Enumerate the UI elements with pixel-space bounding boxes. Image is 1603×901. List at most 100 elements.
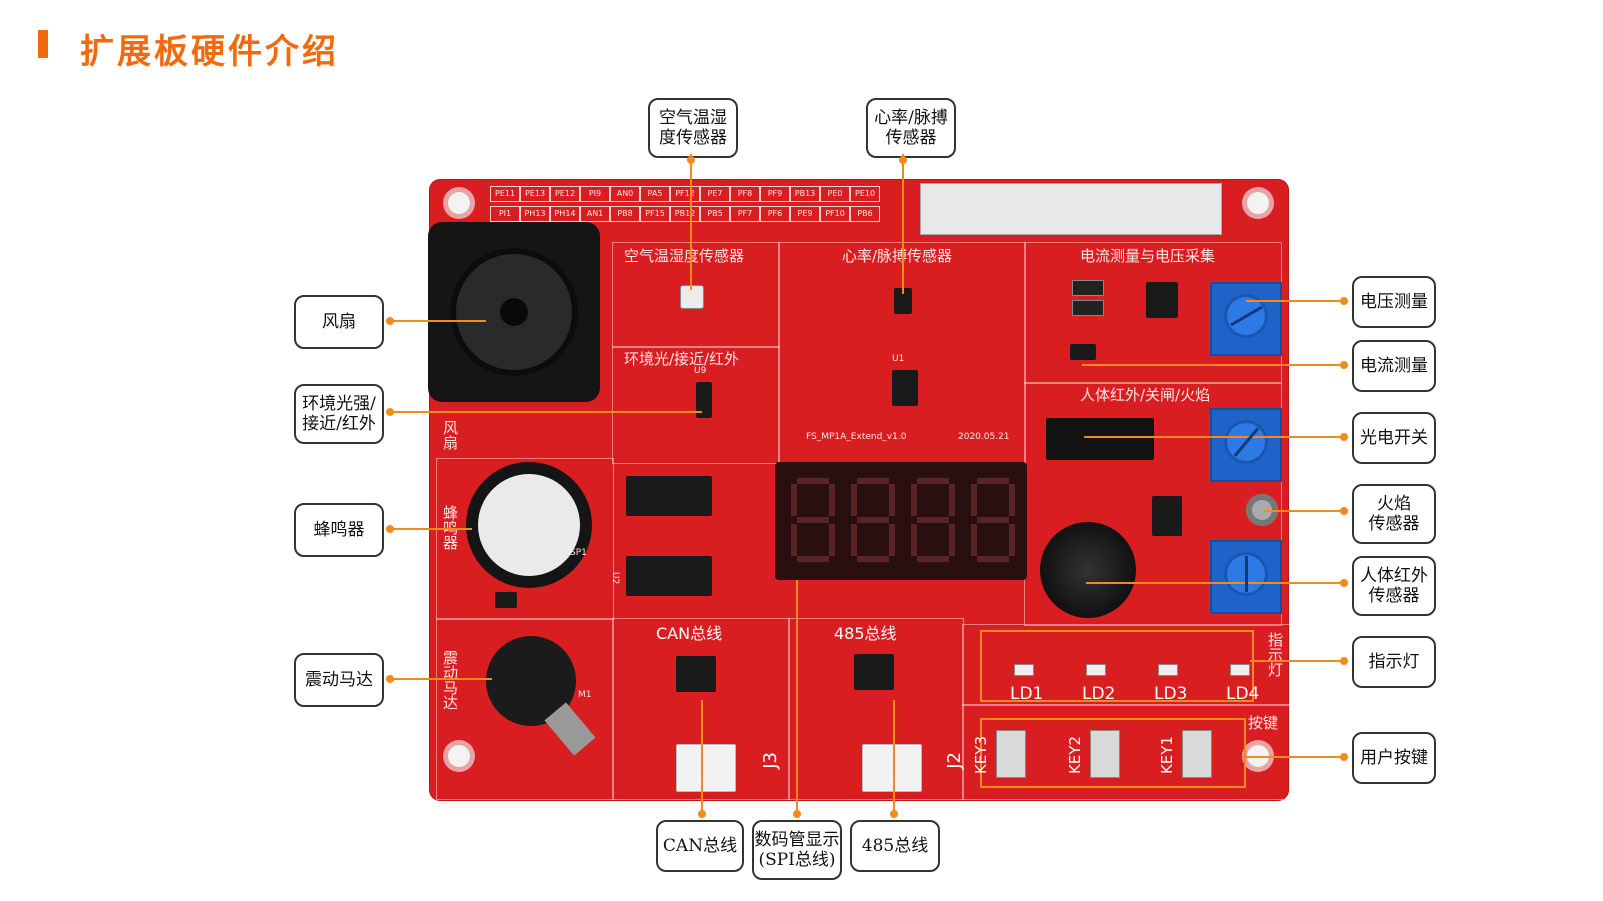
leader-dot — [386, 675, 394, 683]
board-label-ambient: 环境光/接近/红外 — [624, 350, 740, 368]
board-label-ld3: LD3 — [1154, 684, 1188, 704]
section-key — [962, 704, 1290, 800]
board-label-air: 空气温湿度传感器 — [624, 247, 745, 265]
callout-motor: 震动马达 — [294, 653, 384, 707]
board-label-j2: J2 — [944, 752, 965, 769]
callout-can-bus: CAN总线 — [656, 820, 744, 872]
leader-photo — [1084, 436, 1346, 438]
leader-key — [1242, 756, 1346, 758]
rs485-connector-j2 — [862, 744, 922, 792]
shunt-resistor — [1072, 280, 1104, 296]
callout-human-ir: 人体红外 传感器 — [1352, 556, 1436, 616]
board-label-key3: KEY3 — [972, 736, 990, 775]
pir-sensor — [1040, 522, 1136, 618]
leader-dot — [1340, 361, 1348, 369]
board-label-ld4: LD4 — [1226, 684, 1260, 704]
leader-dot — [1340, 657, 1348, 665]
board-label-date: 2020.05.21 — [958, 432, 1010, 442]
board-label-current: 电流测量与电压采集 — [1080, 247, 1216, 265]
leader-dot — [899, 156, 907, 164]
leader-ambient — [386, 411, 702, 413]
callout-photo-switch: 光电开关 — [1352, 412, 1436, 464]
leader-dot — [1340, 507, 1348, 515]
page-title: 扩展板硬件介绍 — [80, 32, 339, 72]
leader-led — [1250, 660, 1346, 662]
callout-user-key: 用户按键 — [1352, 732, 1436, 784]
board-label-sp1: SP1 — [570, 548, 587, 558]
board-label-u2: U2 — [610, 572, 620, 585]
key3-button — [996, 730, 1026, 778]
key2-button — [1090, 730, 1120, 778]
board-label-key1: KEY1 — [1158, 736, 1176, 775]
shift-register-u2 — [626, 556, 712, 596]
board-label-u9: U9 — [694, 366, 707, 376]
leader-can — [701, 700, 703, 814]
callout-flame: 火焰 传感器 — [1352, 484, 1436, 544]
expansion-header-j1 — [920, 183, 1222, 235]
callout-segment: 数码管显示 (SPI总线) — [752, 820, 842, 880]
board-label-heart: 心率/脉搏传感器 — [842, 247, 953, 265]
can-connector-j3 — [676, 744, 736, 792]
mount-hole — [1247, 192, 1269, 214]
key1-button — [1182, 730, 1212, 778]
callout-heart-sensor: 心率/脉搏 传感器 — [866, 98, 956, 158]
can-transceiver — [676, 656, 716, 692]
seven-segment-display — [775, 462, 1027, 580]
ambient-sensor-chip — [696, 382, 712, 418]
section-motor — [436, 618, 614, 800]
leader-dot — [687, 156, 695, 164]
seg-digit — [911, 478, 955, 562]
shunt-resistor — [1072, 300, 1104, 316]
heart-sensor-chip — [894, 288, 912, 314]
key-highlight-box — [980, 718, 1246, 788]
board-label-m1: M1 — [578, 690, 592, 700]
buzzer-component — [466, 462, 592, 588]
callout-indicator: 指示灯 — [1352, 636, 1436, 688]
seg-digit — [971, 478, 1015, 562]
callout-485-bus: 485总线 — [850, 820, 940, 872]
u14-chip — [1152, 496, 1182, 536]
callout-current: 电流测量 — [1352, 340, 1436, 392]
board-label-led: 指示灯 — [1266, 632, 1284, 677]
air-sensor-chip — [680, 285, 704, 309]
leader-flame — [1264, 510, 1346, 512]
leader-dot — [386, 317, 394, 325]
section-ambient — [612, 346, 780, 464]
section-buzzer — [436, 458, 614, 620]
board-label-motor: 震动马达 — [441, 650, 459, 710]
board-label-key2: KEY2 — [1066, 736, 1084, 775]
leader-485 — [893, 700, 895, 814]
photo-switch — [1046, 418, 1154, 460]
leader-dot — [890, 810, 898, 818]
callout-air-sensor: 空气温湿 度传感器 — [648, 98, 738, 158]
leader-human — [1086, 582, 1346, 584]
led-highlight-box — [980, 630, 1254, 702]
board-label-human: 人体红外/关闸/火焰 — [1080, 386, 1211, 404]
led-ld2 — [1086, 664, 1106, 676]
seg-digit — [791, 478, 835, 562]
board-label-ld2: LD2 — [1082, 684, 1116, 704]
leader-dot — [386, 525, 394, 533]
board-label-ld1: LD1 — [1010, 684, 1044, 704]
board-label-can: CAN总线 — [656, 624, 723, 643]
leader-heart — [902, 154, 904, 294]
led-ld1 — [1014, 664, 1034, 676]
title-accent-bar — [38, 30, 48, 58]
board-label-model: FS_MP1A_Extend_v1.0 — [806, 432, 907, 442]
callout-fan: 风扇 — [294, 295, 384, 349]
voltage-pot — [1210, 282, 1282, 356]
leader-fan — [386, 320, 486, 322]
fan-component — [428, 222, 600, 402]
board-label-fan: 风扇 — [441, 420, 459, 450]
section-air — [612, 242, 780, 348]
led-ld4 — [1230, 664, 1250, 676]
callout-ambient: 环境光强/ 接近/红外 — [294, 384, 384, 444]
board-label-buzzer: 蜂鸣器 — [440, 505, 461, 550]
leader-voltage — [1246, 300, 1346, 302]
leader-dot — [1340, 753, 1348, 761]
u12-chip — [1146, 282, 1178, 318]
u1-chip — [892, 370, 918, 406]
mount-hole — [448, 745, 470, 767]
leader-dot — [1340, 579, 1348, 587]
